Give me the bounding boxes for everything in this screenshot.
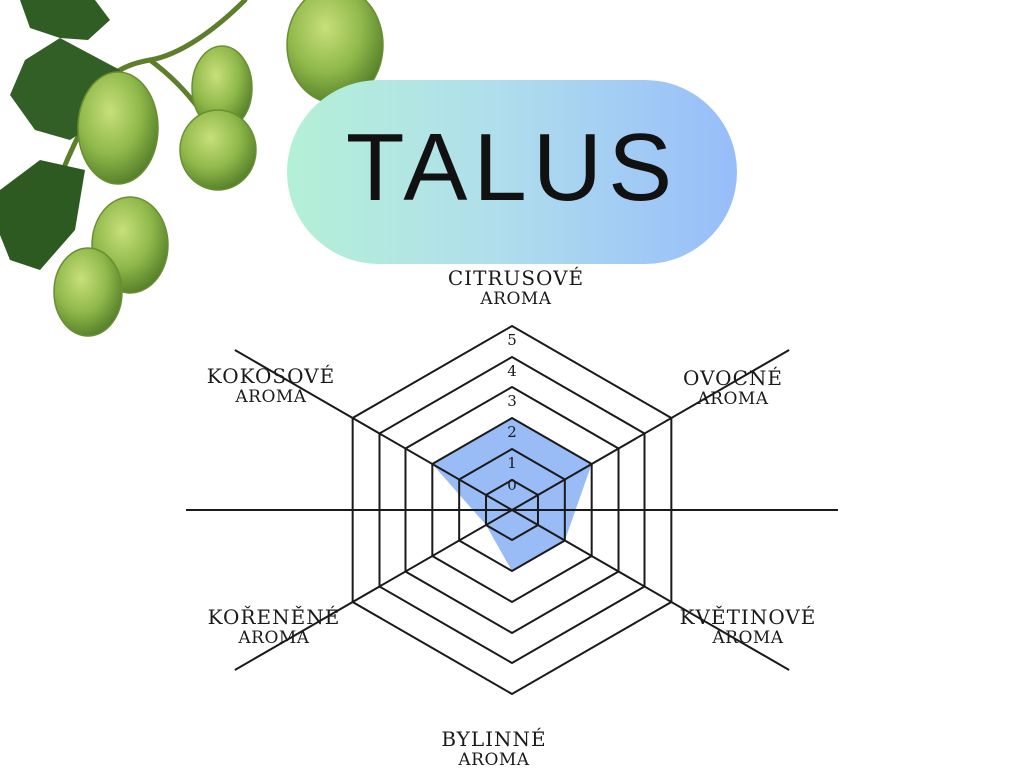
axis-label-kvetinove: KVĚTINOVÉ AROMA [648, 606, 848, 649]
axis-label-line2: AROMA [697, 389, 769, 409]
hop-cone [53, 0, 384, 337]
axis-label-line1: KOKOSOVÉ [206, 364, 336, 388]
axis-label-bylinne: BYLINNÉ AROMA [394, 728, 594, 771]
axis-label-ovocne: OVOCNÉ AROMA [633, 367, 833, 410]
axis-label-line2: AROMA [238, 628, 310, 648]
axis-line-0 [234, 349, 513, 511]
axis-line-3 [234, 509, 513, 671]
axis-label-line2: AROMA [458, 750, 530, 770]
scale-tick-label: 0 [507, 476, 517, 494]
axis-label-line1: BYLINNÉ [441, 727, 547, 751]
axis-label-line2: AROMA [480, 289, 552, 309]
scale-tick-label: 3 [507, 392, 517, 410]
scale-tick-label: 4 [507, 362, 517, 380]
axis-line-2 [511, 509, 790, 671]
scale-tick-label: 2 [507, 423, 517, 441]
axis-label-kokosove: KOKOSOVÉ AROMA [171, 365, 371, 408]
axis-label-line2: AROMA [235, 387, 307, 407]
axis-label-line1: KVĚTINOVÉ [679, 605, 817, 629]
axis-label-line1: OVOCNÉ [683, 366, 783, 390]
page-title: TALUS [345, 114, 679, 221]
scale-tick-label: 5 [507, 331, 517, 349]
axis-label-korenene: KOŘENĚNÉ AROMA [174, 606, 374, 649]
scale-tick-label: 1 [507, 454, 517, 472]
axis-label-citrusove: CITRUSOVÉ AROMA [416, 267, 616, 310]
hop-decoration [0, 0, 384, 337]
axis-label-line2: AROMA [712, 628, 784, 648]
axis-label-line1: CITRUSOVÉ [447, 266, 585, 290]
axis-label-line1: KOŘENĚNÉ [207, 605, 341, 629]
title-banner: TALUS [287, 80, 737, 264]
axis-line-1 [511, 349, 790, 511]
